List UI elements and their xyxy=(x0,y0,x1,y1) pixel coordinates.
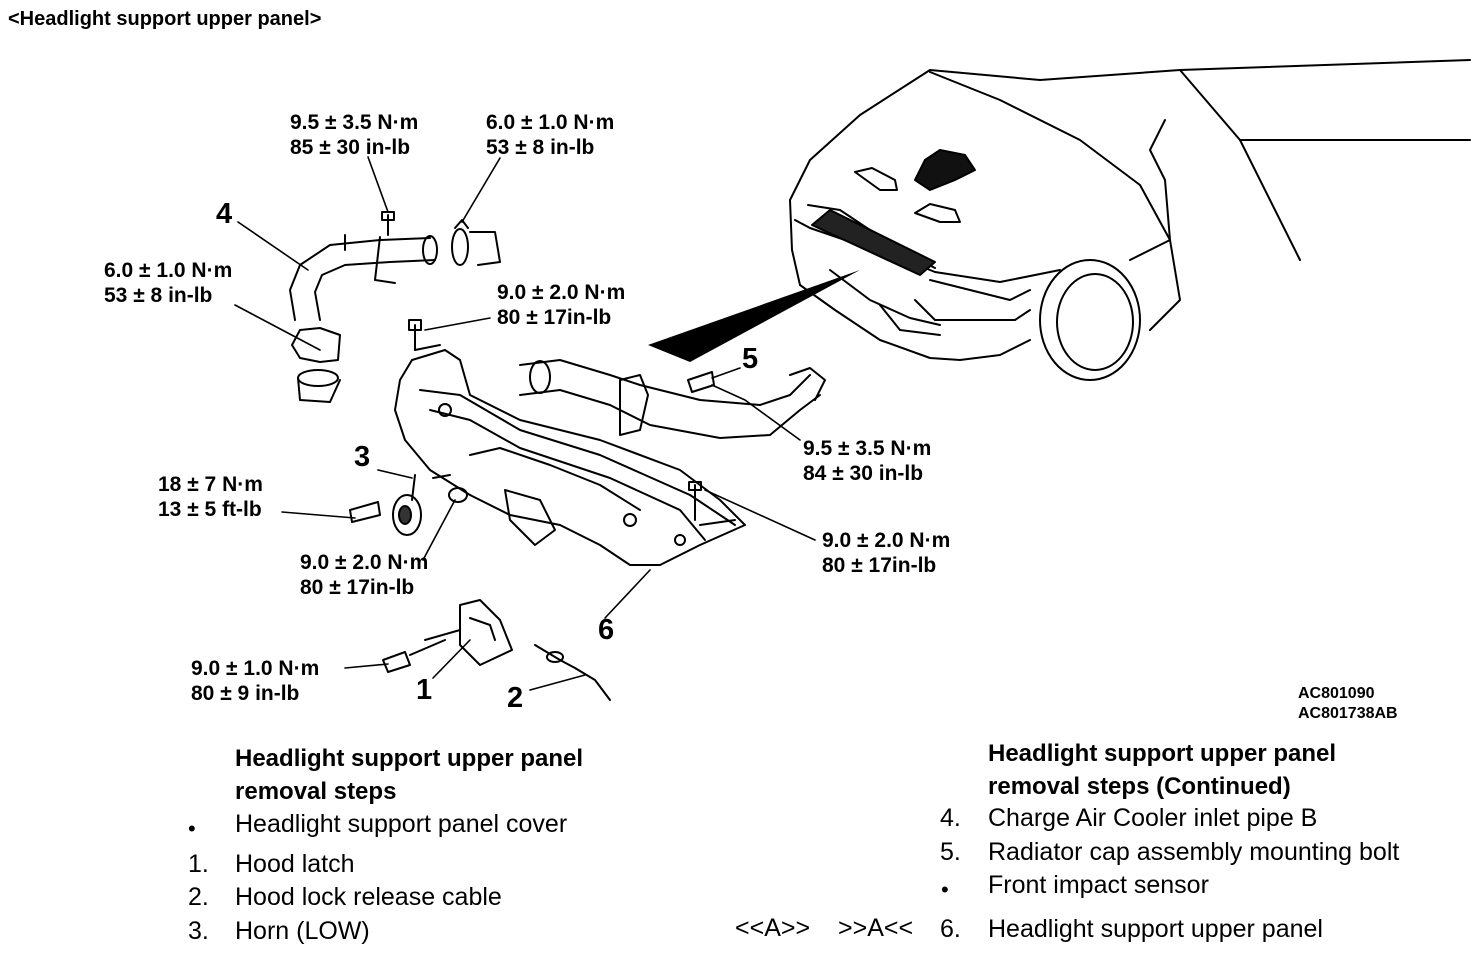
radiator-hose xyxy=(519,359,826,439)
upper-panel xyxy=(394,319,746,566)
car-front-drawing xyxy=(789,59,1471,381)
horn xyxy=(349,474,468,536)
step-text: Headlight support upper panel xyxy=(988,915,1323,943)
callout-5: 5 xyxy=(742,343,759,375)
callout-2: 2 xyxy=(507,682,524,714)
callout-4: 4 xyxy=(216,198,233,230)
callout-3: 3 xyxy=(354,441,371,473)
service-point-mark-removal: <<A>> xyxy=(735,914,811,942)
service-point-mark-installation: >>A<< xyxy=(838,914,914,942)
step-number: 3. xyxy=(188,917,209,945)
step-number: 6. xyxy=(940,915,961,943)
step-text: Hood lock release cable xyxy=(235,883,502,911)
diagram-header: <Headlight support upper panel> xyxy=(8,8,322,30)
step-text: Charge Air Cooler inlet pipe B xyxy=(988,804,1318,832)
step-number: • xyxy=(188,816,196,841)
callout-1: 1 xyxy=(416,674,433,706)
step-text: Radiator cap assembly mounting bolt xyxy=(988,838,1400,866)
inlet-pipe-b xyxy=(289,211,501,321)
step-number: 2. xyxy=(188,883,209,911)
step-text: Front impact sensor xyxy=(988,871,1209,899)
hose-clamp-left xyxy=(291,327,341,403)
step-number: 4. xyxy=(940,804,961,832)
step-number: 5. xyxy=(940,838,961,866)
step-number: • xyxy=(941,877,949,902)
leader-lines xyxy=(234,156,816,691)
step-text: Hood latch xyxy=(235,850,355,878)
detail-pointer xyxy=(648,270,860,362)
hood-release-cable xyxy=(534,644,611,701)
step-text: Horn (LOW) xyxy=(235,917,370,945)
callout-6: 6 xyxy=(598,614,615,646)
hood-latch xyxy=(382,599,513,673)
step-number: 1. xyxy=(188,850,209,878)
step-text: Headlight support panel cover xyxy=(235,810,568,838)
